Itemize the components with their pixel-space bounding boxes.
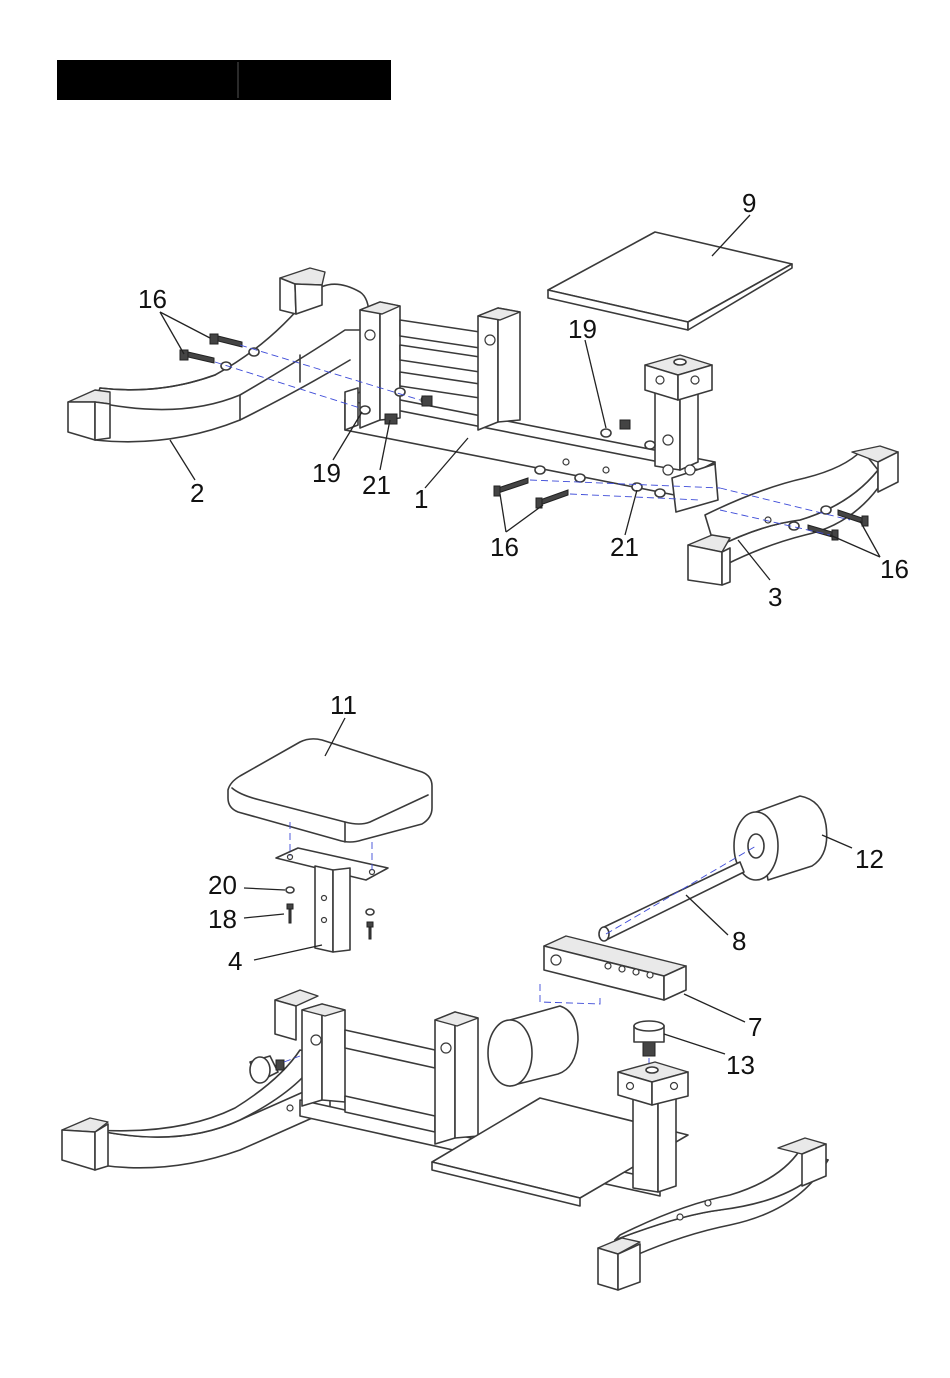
part-label-2: 2 — [190, 478, 204, 508]
part-label-9: 9 — [742, 188, 756, 218]
part-label-18: 18 — [208, 904, 237, 934]
part-label-3: 3 — [768, 582, 782, 612]
upper-roller-pad — [734, 796, 827, 880]
part-label-8: 8 — [732, 926, 746, 956]
step-2-diagram: 11 12 20 18 8 4 7 13 — [62, 690, 884, 1290]
assembled-base-frame — [62, 990, 828, 1290]
part-label-21: 21 — [610, 532, 639, 562]
adjustment-knob — [634, 1021, 664, 1066]
adjustment-arm — [540, 936, 686, 1004]
part-label-19: 19 — [568, 314, 597, 344]
part-label-4: 4 — [228, 946, 242, 976]
part-label-16: 16 — [490, 532, 519, 562]
part-label-19: 19 — [312, 458, 341, 488]
part-label-1: 1 — [414, 484, 428, 514]
part-label-20: 20 — [208, 870, 237, 900]
part-label-16: 16 — [138, 284, 167, 314]
part-label-16: 16 — [880, 554, 909, 584]
part-label-12: 12 — [855, 844, 884, 874]
seat-cushion — [228, 739, 432, 842]
part-label-21: 21 — [362, 470, 391, 500]
part-label-7: 7 — [748, 1012, 762, 1042]
part-label-13: 13 — [726, 1050, 755, 1080]
step-1-diagram: 9 16 19 2 19 21 1 16 21 3 16 — [68, 188, 909, 612]
rear-base-leg — [68, 268, 369, 442]
header-bar — [57, 60, 391, 100]
part-label-11: 11 — [330, 690, 357, 720]
